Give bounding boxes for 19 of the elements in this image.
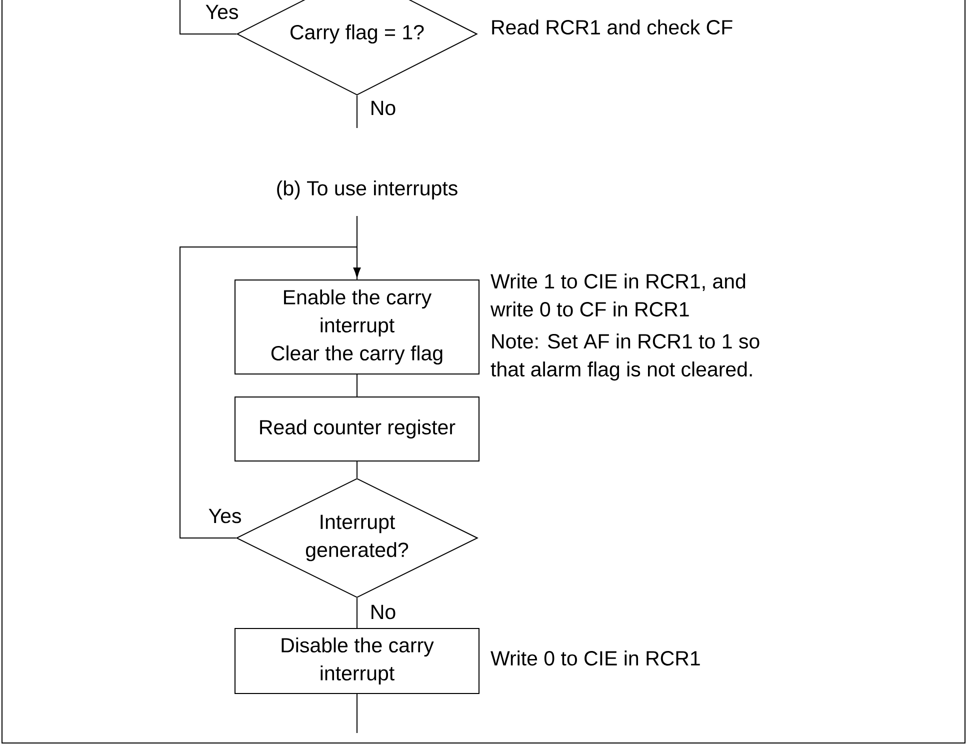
edge-label: No xyxy=(372,100,396,116)
annotation: Note: Set AF in RCR1 to 1 so that alarm flag is not cleared. xyxy=(490,334,760,381)
process-box: Read counter register xyxy=(234,396,480,462)
connector xyxy=(356,216,358,280)
annotation: Write 1 to CIE in RCR1, and write 0 to CF in RCR1 xyxy=(490,274,746,317)
edge-label: No xyxy=(372,604,396,620)
connector xyxy=(356,95,358,128)
annotation: Write 0 to CIE in RCR1 xyxy=(490,650,700,666)
loop-arrow xyxy=(180,246,361,538)
edge-label: Yes xyxy=(206,4,238,20)
connector xyxy=(356,461,358,478)
process-box: Enable the carry interrupt Clear the carry flag xyxy=(234,280,480,374)
connector xyxy=(356,694,358,734)
connector xyxy=(356,374,358,397)
annotation: Read RCR1 and check CF xyxy=(492,20,732,35)
caption: (b) To use interrupts xyxy=(277,180,458,200)
connector xyxy=(180,0,237,34)
connector xyxy=(356,598,358,628)
process-box: Disable the carry interrupt xyxy=(234,628,480,694)
